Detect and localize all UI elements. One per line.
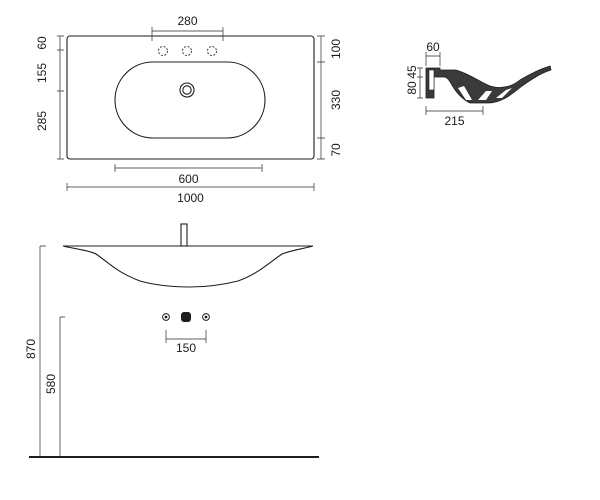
side-section: 60 45 80 215 xyxy=(405,40,552,128)
bowl-outline xyxy=(114,61,266,139)
drain-inner xyxy=(182,85,192,95)
dim-fixing-spacing: 150 xyxy=(176,341,196,355)
dim-bowl-width: 600 xyxy=(178,172,198,186)
dim-total-height: 870 xyxy=(24,339,38,359)
dim-line-right-chain xyxy=(317,35,325,160)
tap-hole-center xyxy=(182,46,192,56)
waste-outlet xyxy=(181,312,191,322)
dim-line-section-left xyxy=(417,67,423,99)
dim-line-total-height xyxy=(39,245,46,456)
dim-section-bottom: 215 xyxy=(444,114,464,128)
dim-drain-height: 580 xyxy=(44,374,58,394)
tap-hole-right xyxy=(207,46,217,56)
dim-line-section-bottom xyxy=(425,106,484,115)
dim-line-fixing-spacing xyxy=(165,330,207,343)
dim-tap-spacing: 280 xyxy=(177,14,197,28)
tap xyxy=(180,223,188,247)
dim-line-section-depth xyxy=(425,52,441,66)
top-view: 280 60 155 285 100 330 70 600 1000 xyxy=(35,14,343,205)
section-void-1 xyxy=(458,86,472,100)
dim-line-drain-height xyxy=(59,316,65,456)
section-profile xyxy=(425,65,552,104)
dim-section-left-lower: 80 xyxy=(405,81,419,95)
dim-left-middle: 155 xyxy=(35,63,49,83)
dim-right-upper: 100 xyxy=(329,39,343,59)
basin-front-profile xyxy=(62,245,314,288)
fixing-bolt-left-dot xyxy=(164,315,168,319)
dim-section-depth: 60 xyxy=(426,40,440,54)
basin-outline xyxy=(66,35,315,160)
tap-hole-left xyxy=(158,46,168,56)
section-tap-block xyxy=(428,69,435,91)
section-void-3 xyxy=(496,88,512,98)
dim-left-upper: 60 xyxy=(35,36,49,50)
section-void-2 xyxy=(478,91,492,100)
dim-section-left-upper: 45 xyxy=(405,65,419,79)
fixing-bolt-right-dot xyxy=(204,315,208,319)
dim-line-overall-width xyxy=(66,183,315,191)
dim-right-lower: 70 xyxy=(329,143,343,157)
drain-outer xyxy=(179,82,195,98)
front-view: 150 870 580 xyxy=(24,223,319,458)
dim-right-middle: 330 xyxy=(329,90,343,110)
dim-overall-width: 1000 xyxy=(177,191,204,205)
dim-line-bowl-width xyxy=(114,164,263,172)
dim-left-lower: 285 xyxy=(35,111,49,131)
dim-line-tap-spacing xyxy=(151,27,224,41)
dim-line-left-chain xyxy=(57,35,64,160)
